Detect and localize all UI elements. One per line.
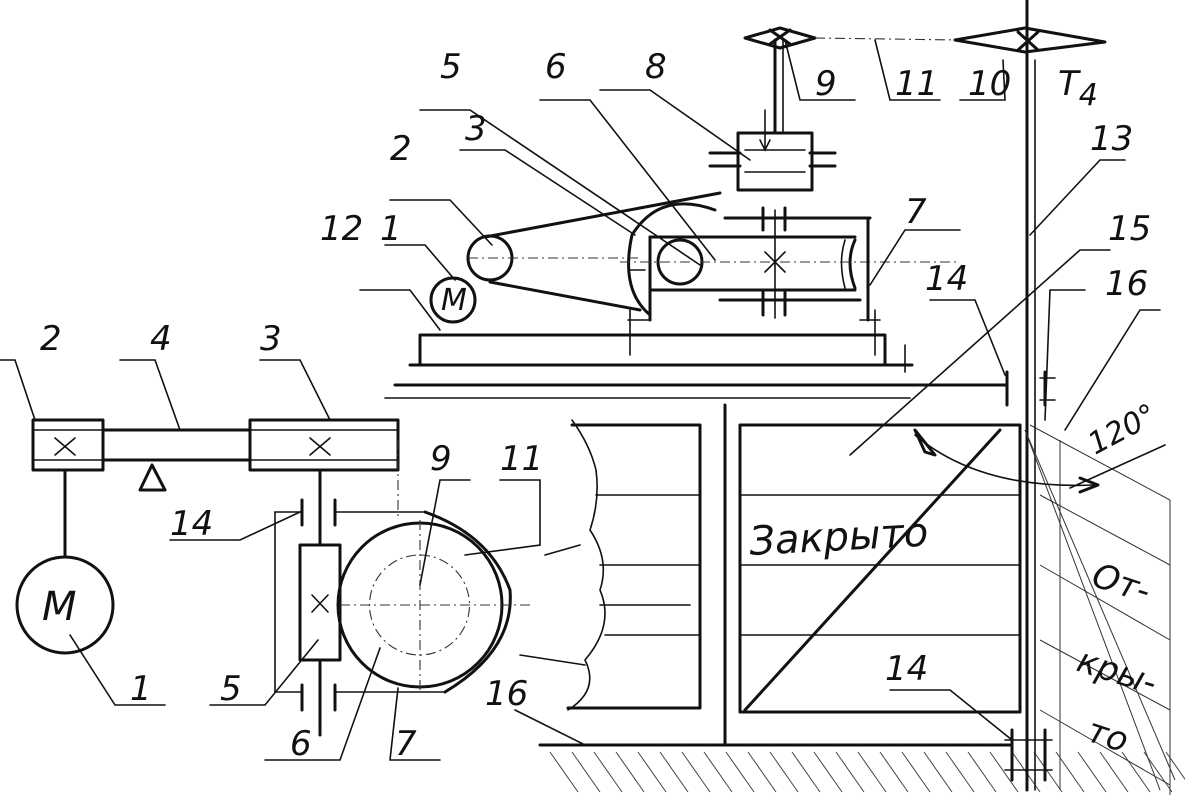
main-shaft — [1004, 0, 1056, 792]
hatch-stroke — [571, 751, 601, 793]
hatch-stroke — [659, 751, 689, 793]
label-top-11: 11 — [895, 64, 938, 104]
hatch-stroke — [769, 751, 799, 793]
labels: 9 11 10 T4 8 6 5 3 2 7 12 1 M 13 15 16 1… — [40, 47, 1163, 764]
hatch-stroke — [835, 751, 865, 793]
hatch-stroke — [593, 751, 623, 793]
label-top-9: 9 — [815, 64, 837, 104]
label-right-13: 13 — [1090, 119, 1133, 159]
hatch-stroke — [857, 751, 887, 793]
label-top-3: 3 — [465, 109, 487, 149]
left-drive — [0, 359, 691, 761]
hatch-stroke — [615, 751, 645, 793]
label-left-16: 16 — [485, 674, 528, 714]
hatch-stroke — [945, 751, 975, 793]
hatch-stroke — [901, 751, 931, 793]
right-leaders — [849, 159, 1161, 741]
label-top-5: 5 — [440, 47, 462, 87]
label-top-1: 1 — [380, 209, 402, 249]
hatch-stroke — [1121, 751, 1151, 793]
label-left-11: 11 — [500, 439, 543, 479]
label-right-16: 16 — [1105, 264, 1148, 304]
hatch-stroke — [725, 751, 755, 793]
hatch-stroke — [813, 751, 843, 793]
hatch-stroke — [967, 751, 997, 793]
label-left-5: 5 — [220, 669, 242, 709]
ground-hatching — [549, 751, 1185, 793]
hatch-stroke — [923, 751, 953, 793]
hatch-stroke — [791, 751, 821, 793]
hatch-stroke — [549, 751, 579, 793]
word-open-2: кры- — [1072, 641, 1162, 704]
open-gate-outline — [913, 424, 1176, 795]
label-right-15: 15 — [1108, 209, 1151, 249]
label-top-t-main: T — [1058, 64, 1081, 104]
label-left-motor: M — [42, 584, 77, 630]
label-top-t: T4 — [1058, 64, 1098, 113]
label-top-7: 7 — [905, 192, 927, 232]
label-right-14-bottom: 14 — [885, 649, 928, 689]
label-left-1: 1 — [130, 669, 152, 709]
label-left-9: 9 — [430, 439, 452, 479]
label-right-14-top: 14 — [925, 259, 968, 299]
hatch-stroke — [989, 751, 1019, 793]
hatch-stroke — [1165, 751, 1185, 781]
state-words: Закрыто От- кры- то — [748, 510, 1162, 761]
hatch-stroke — [747, 751, 777, 793]
gate-frame — [384, 383, 1022, 747]
label-left-14: 14 — [170, 504, 213, 544]
word-closed: Закрыто — [748, 510, 929, 565]
hatch-stroke — [637, 751, 667, 793]
label-top-12: 12 — [320, 209, 363, 249]
word-open-1: От- — [1087, 556, 1155, 612]
label-left-2: 2 — [40, 319, 62, 359]
label-left-7: 7 — [395, 724, 417, 764]
word-open-3: то — [1082, 711, 1133, 762]
label-top-8: 8 — [645, 47, 667, 87]
top-drive — [359, 26, 1107, 373]
hatch-stroke — [1077, 751, 1107, 793]
label-top-10: 10 — [968, 64, 1011, 104]
hatch-stroke — [1033, 751, 1063, 793]
hatch-stroke — [703, 751, 733, 793]
label-top-motor: M — [441, 283, 467, 318]
label-top-t-sub: 4 — [1079, 78, 1098, 113]
label-left-3: 3 — [260, 319, 282, 359]
label-left-6: 6 — [290, 724, 312, 764]
hatch-stroke — [879, 751, 909, 793]
hatch-stroke — [1099, 751, 1129, 793]
label-top-6: 6 — [545, 47, 567, 87]
hatch-stroke — [1055, 751, 1085, 793]
hatch-stroke — [681, 751, 711, 793]
label-left-4: 4 — [150, 319, 172, 359]
label-top-2: 2 — [390, 129, 412, 169]
